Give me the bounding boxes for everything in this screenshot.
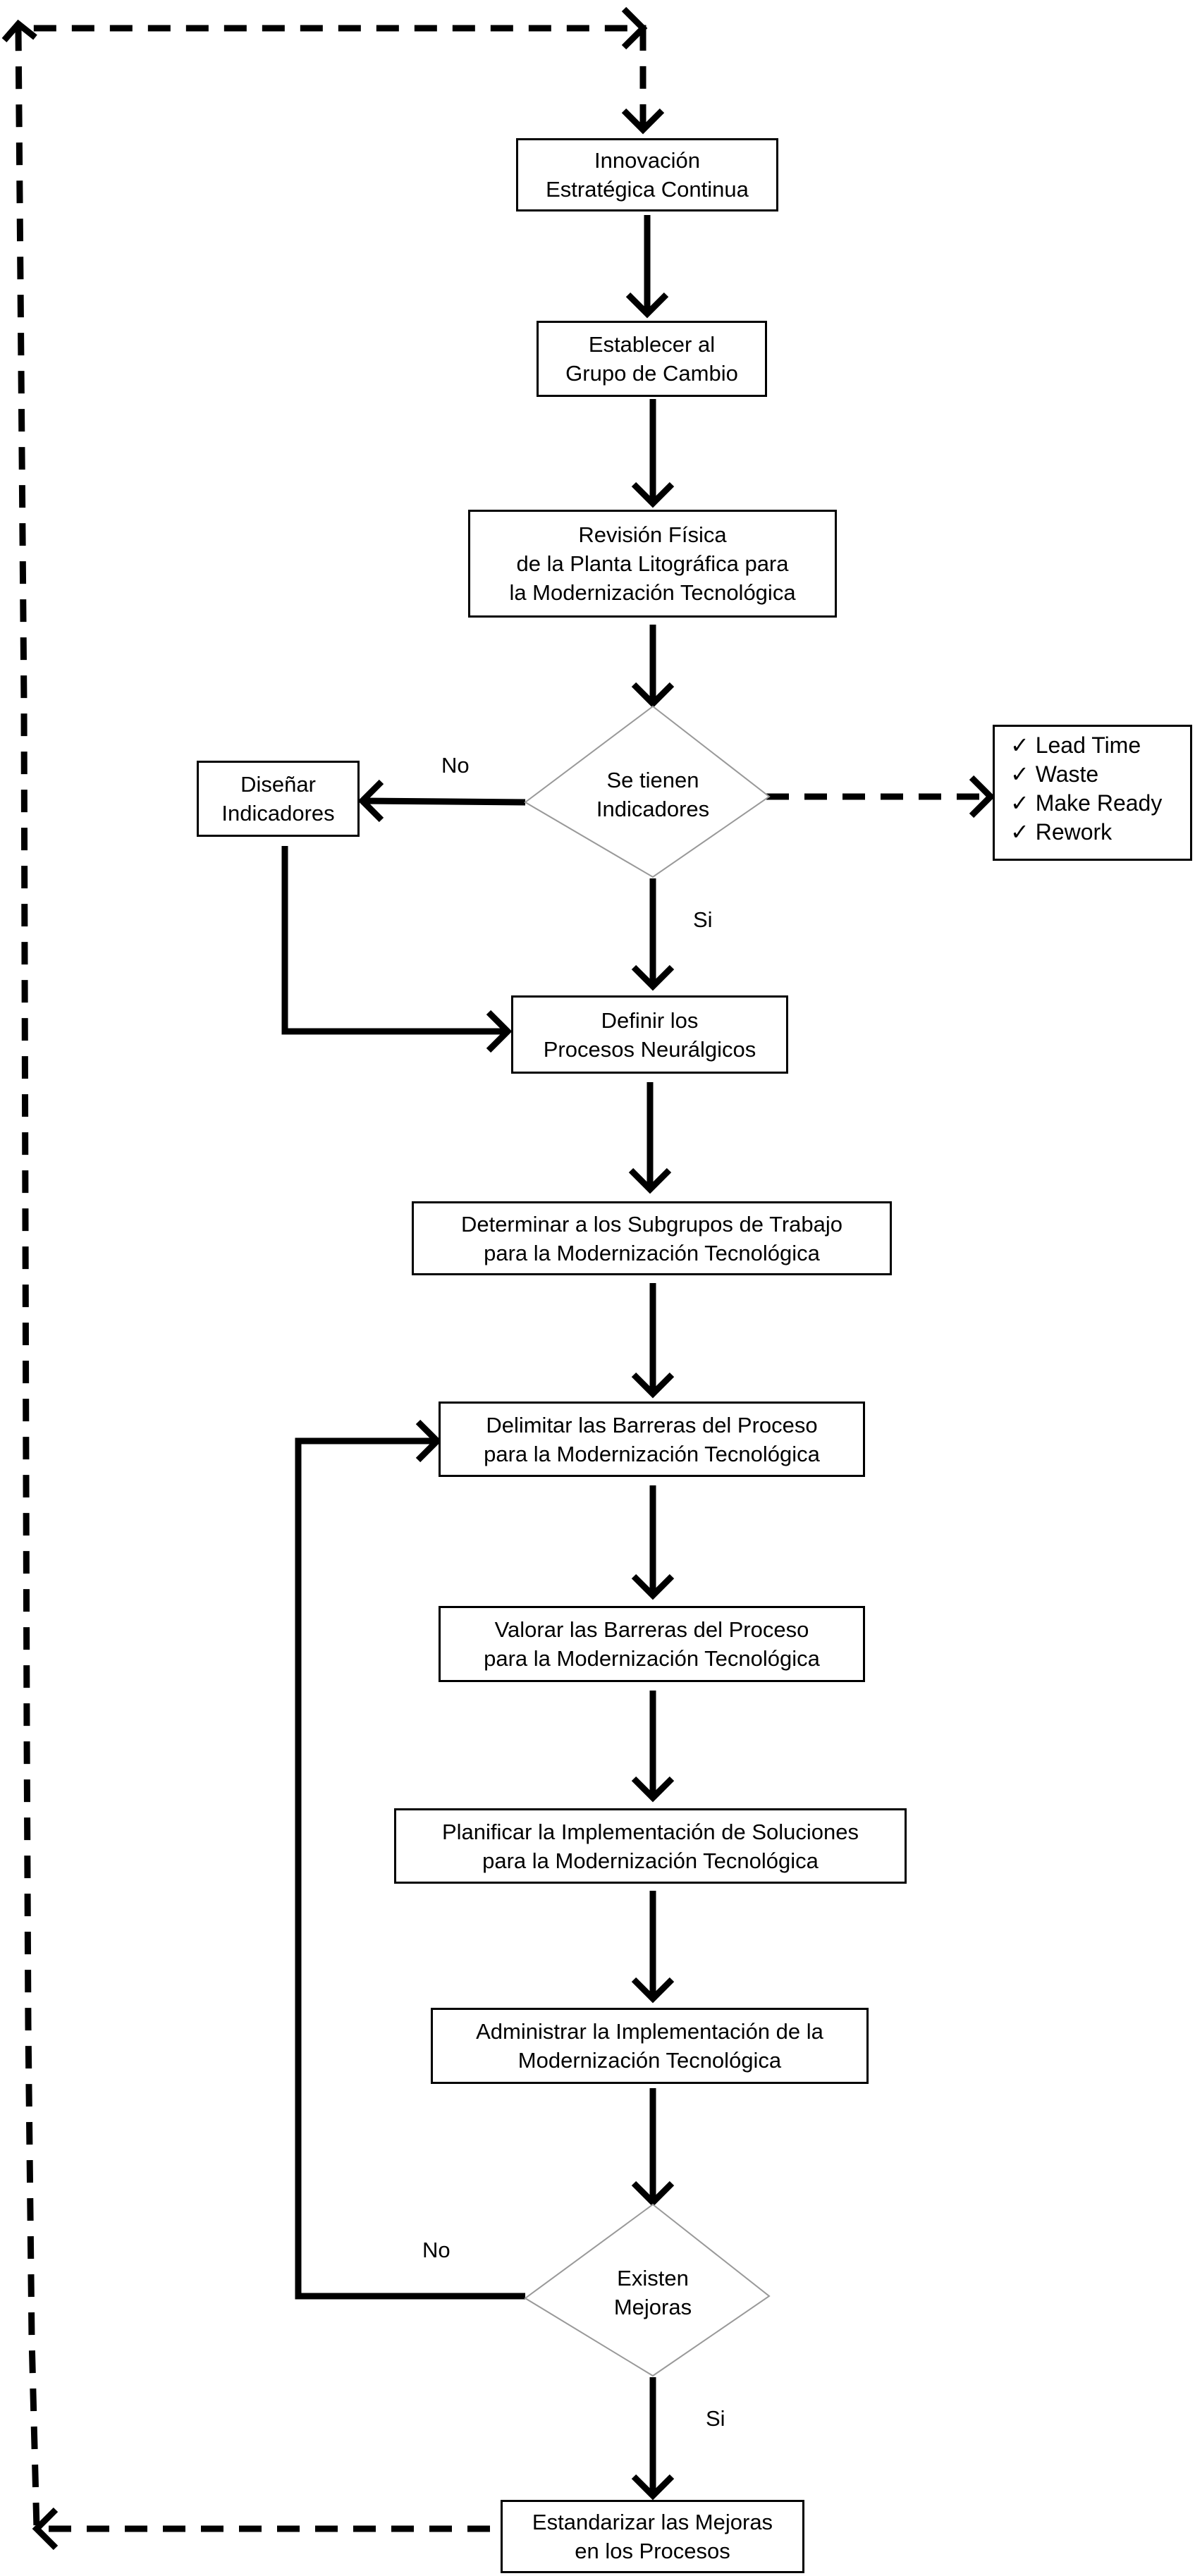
subgroups-box: Determinar a los Subgrupos de Trabajo pa… bbox=[412, 1201, 892, 1275]
improvements-decision-diamond bbox=[524, 2203, 771, 2377]
arrow-indicators-yes-to-neural-processes bbox=[631, 878, 675, 991]
manage-implementation-box: Administrar la Implementación de la Mode… bbox=[431, 2008, 869, 2084]
check-icon: ✓ bbox=[1010, 732, 1029, 758]
arrow-neural-processes-to-subgroups bbox=[628, 1082, 672, 1194]
subgroups-line-1: Determinar a los Subgrupos de Trabajo bbox=[460, 1211, 843, 1237]
delimit-barriers-box: Delimitar las Barreras del Proceso para … bbox=[439, 1402, 865, 1477]
innovation-line-1: Innovación bbox=[594, 148, 700, 173]
improvements-decision-line-2: Mejoras bbox=[613, 2295, 692, 2319]
design-indicators-line-1: Diseñar bbox=[240, 772, 316, 797]
checklist-text: Rework bbox=[1035, 819, 1113, 845]
arrow-change-group-to-plant-review bbox=[631, 399, 675, 508]
value-barriers-line-2: para la Modernización Tecnológica bbox=[484, 1646, 820, 1671]
arrow-manage-to-improvements-decision bbox=[631, 2088, 675, 2207]
indicator-checklist: ✓ Lead Time ✓ Waste ✓ Make Ready ✓ Rewor… bbox=[993, 725, 1192, 861]
change-group-line-1: Establecer al bbox=[588, 332, 716, 357]
value-barriers-box: Valorar las Barreras del Proceso para la… bbox=[439, 1606, 865, 1682]
change-group-box: Establecer al Grupo de Cambio bbox=[537, 321, 767, 397]
design-indicators-box: Diseñar Indicadores bbox=[197, 761, 360, 837]
check-icon: ✓ bbox=[1010, 790, 1029, 816]
plant-review-line-1: Revisión Física bbox=[578, 522, 727, 547]
arrow-value-to-plan bbox=[631, 1691, 675, 1803]
delimit-barriers-line-2: para la Modernización Tecnológica bbox=[484, 1441, 820, 1466]
edge-label-improvements-yes: Si bbox=[706, 2406, 725, 2431]
arrow-design-to-neural-processes bbox=[281, 846, 513, 1053]
standardize-box: Estandarizar las Mejoras en los Procesos bbox=[501, 2500, 804, 2573]
dashed-arrowhead-innovation bbox=[621, 108, 665, 135]
improvements-decision-line-1: Existen bbox=[617, 2266, 689, 2290]
check-icon: ✓ bbox=[1010, 761, 1029, 787]
plant-review-line-2: de la Planta Litográfica para bbox=[516, 551, 789, 576]
checklist-item-make-ready: ✓ Make Ready bbox=[1010, 789, 1190, 818]
plan-solutions-line-1: Planificar la Implementación de Solucion… bbox=[441, 1819, 859, 1844]
plant-review-line-3: la Modernización Tecnológica bbox=[509, 580, 796, 605]
arrow-delimit-to-value bbox=[631, 1485, 675, 1600]
checklist-item-lead-time: ✓ Lead Time bbox=[1010, 731, 1190, 760]
neural-processes-line-1: Definir los bbox=[601, 1007, 699, 1033]
checklist-text: Lead Time bbox=[1035, 732, 1141, 758]
design-indicators-line-2: Indicadores bbox=[221, 801, 335, 826]
delimit-barriers-line-1: Delimitar las Barreras del Proceso bbox=[486, 1412, 818, 1437]
arrow-innovation-to-change-group bbox=[625, 215, 669, 319]
checklist-item-waste: ✓ Waste bbox=[1010, 760, 1190, 789]
checklist-text: Waste bbox=[1035, 761, 1099, 787]
change-group-line-2: Grupo de Cambio bbox=[565, 361, 738, 386]
edge-label-indicators-yes: Si bbox=[693, 907, 713, 932]
standardize-line-2: en los Procesos bbox=[575, 2539, 730, 2563]
dashed-arrowhead-list bbox=[969, 775, 995, 818]
check-icon: ✓ bbox=[1010, 819, 1029, 845]
indicators-decision-label: Se tienen Indicadores bbox=[557, 756, 749, 833]
arrow-indicators-no-to-design bbox=[357, 779, 526, 823]
arrow-improvements-yes-to-standardize bbox=[631, 2377, 675, 2501]
checklist-text: Make Ready bbox=[1035, 790, 1163, 816]
dashed-arrowhead-loop-right bbox=[621, 6, 648, 50]
dashed-arrow-standardize-to-innovation bbox=[15, 25, 646, 2532]
innovation-box: Innovación Estratégica Continua bbox=[516, 138, 778, 211]
subgroups-line-2: para la Modernización Tecnológica bbox=[484, 1240, 820, 1265]
edge-label-indicators-no: No bbox=[441, 753, 470, 778]
plan-solutions-line-2: para la Modernización Tecnológica bbox=[482, 1848, 819, 1873]
edge-label-improvements-no: No bbox=[422, 2238, 451, 2262]
neural-processes-box: Definir los Procesos Neurálgicos bbox=[511, 995, 788, 1074]
arrow-improvements-no-loop-to-delimit bbox=[295, 1419, 525, 2300]
indicators-decision-diamond bbox=[524, 705, 771, 878]
neural-processes-line-2: Procesos Neurálgicos bbox=[543, 1036, 756, 1062]
arrow-subgroups-to-delimit bbox=[631, 1283, 675, 1399]
manage-implementation-line-2: Modernización Tecnológica bbox=[517, 2048, 782, 2073]
indicators-decision-line-2: Indicadores bbox=[596, 797, 710, 821]
improvements-decision-label: Existen Mejoras bbox=[564, 2254, 742, 2331]
checklist-item-rework: ✓ Rework bbox=[1010, 818, 1190, 847]
value-barriers-line-1: Valorar las Barreras del Proceso bbox=[494, 1617, 809, 1642]
innovation-line-2: Estratégica Continua bbox=[546, 177, 749, 202]
plant-review-box: Revisión Física de la Planta Litográfica… bbox=[468, 510, 837, 618]
arrow-plan-to-manage bbox=[631, 1891, 675, 2004]
plan-solutions-box: Planificar la Implementación de Solucion… bbox=[394, 1808, 907, 1884]
manage-implementation-line-1: Administrar la Implementación de la bbox=[476, 2019, 823, 2044]
standardize-line-1: Estandarizar las Mejoras bbox=[532, 2510, 773, 2534]
indicators-decision-line-1: Se tienen bbox=[606, 768, 699, 792]
dashed-arrowhead-loop-top bbox=[1, 19, 37, 42]
arrow-plant-review-to-indicators-decision bbox=[631, 625, 675, 709]
dashed-arrowhead-loop-bottom bbox=[32, 2507, 59, 2551]
